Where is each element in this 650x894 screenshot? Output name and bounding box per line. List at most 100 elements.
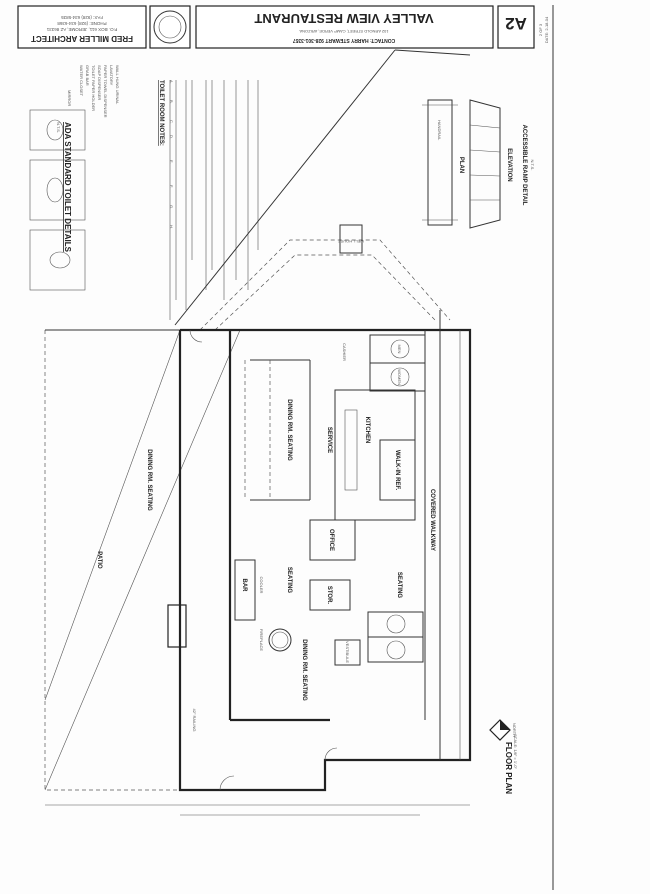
dining-room-3-label: DINING RM. SEATING [146,449,152,511]
cashier-label: CASHIER [342,343,347,361]
project-box [195,5,494,49]
north-label: NORTH [512,723,517,737]
office-room [309,519,356,561]
turning-circle [390,339,410,359]
floor-plan-title: FLOOR PLAN SCALE: 1/8" = 1'-0" NORTH [489,719,518,794]
lavatory-icon [49,251,71,269]
covered-walkway-label: COVERED WALKWAY [429,489,435,551]
prep-counter [344,409,358,491]
ramp-detail: PLAN ELEVATION ACCESSIBLE RAMP DETAIL N.… [422,99,535,229]
restroom-men-2 [367,636,424,663]
walk-in-label: WALK-IN REF. [394,450,400,491]
architect-fax: FAX: (928) 634-5835 [61,15,103,20]
legend-item: TOILET PAPER HOLDER [91,65,96,111]
bar-area [234,559,256,621]
fireplace-inner [271,631,289,649]
ramp-scale: N.T.S. [530,160,535,171]
ramp-plan-label: PLAN [458,157,464,173]
note-marker: F. [169,185,174,188]
door-swing [189,329,203,343]
note-marker: G. [169,205,174,209]
note-marker: C. [169,120,174,124]
toilet-elevation-1 [29,109,86,151]
floor-plan-scale: SCALE: 1/8" = 1'-0" [513,734,518,769]
storage-room [309,579,351,611]
architect-box [17,5,147,49]
architect-phone: PHONE: (928) 634-6368 [57,21,107,26]
note-marker: B. [169,100,174,104]
toilet-notes-title: TOILET ROOM NOTES: [158,80,164,146]
building [45,310,472,816]
canopy-outline-inner [214,254,436,331]
men-restroom-label: MEN [397,345,402,354]
turning-circle [386,640,406,660]
floor-plan-title-text: FLOOR PLAN [504,742,513,794]
note-marker: A. [169,80,174,84]
legend-item: GRAB BAR [85,65,90,86]
vestibule-label: VESTIBULE [345,641,350,663]
north-arrow-fill-icon [500,720,510,730]
patio: PATIO DINING RM. SEATING 42" RAILING [44,329,197,791]
turning-circle [390,367,410,387]
service-label: SERVICE [326,427,332,453]
toilet-elevation-3 [29,229,86,291]
legend-item: LAVATORY [109,65,114,86]
cooler-label: COOLER [259,577,264,594]
legend-item: WATER CLOSET [79,65,84,97]
seal-box [149,5,191,49]
seating-label: SEATING [396,572,402,599]
well-house [339,224,363,254]
storage-label: STOR. [326,586,332,605]
kitchen-label: KITCHEN [364,417,370,444]
site-diagonal [44,329,181,701]
seal-inner-ring [158,15,182,39]
patio-label: PATIO [96,551,102,569]
restroom-women [369,362,426,392]
note-marker: E. [169,160,174,164]
note-marker: D. [169,135,174,139]
fireplace [268,628,292,652]
property-line [174,49,396,326]
vestibule-room [334,639,361,666]
ramp-elevation [469,99,501,229]
site-diagonal [44,329,241,791]
site-lines: WELL HOUSE [44,49,471,791]
toilet-icon [46,177,64,203]
sheet-of: 2 OF 3 [538,23,543,36]
door-swing [219,775,235,791]
sheet-number: A2 [505,14,527,33]
sheet-date: DATE: 2-18-04 [544,16,549,43]
property-line [394,49,471,56]
women-restroom-label: WOMEN [397,369,402,385]
railing-label: 42" RAILING [192,709,197,732]
walk-in-cooler [379,439,416,501]
ada-scale: N.T.S. [56,122,61,133]
office-label: OFFICE [328,529,334,551]
fireplace-label: FIREPLACE [259,629,264,652]
legend-item: WALL HUNG URINAL [115,65,120,105]
legend-item: SOAP DISPENSER [97,65,102,100]
well-house-label: WELL HOUSE [338,239,364,244]
sheet-box [497,5,535,49]
sign-callout [167,604,187,648]
note-marker: H. [169,225,174,229]
patio-railing [44,330,180,791]
bar-label: BAR [241,579,247,593]
toilet-icon [46,119,64,141]
toilet-elevation-2 [29,159,86,221]
mirror-label: MIRROR [67,90,72,106]
architect-name: FRED MILLER ARCHITECT [31,34,133,43]
ramp-elevation-label: ELEVATION [506,148,512,181]
room-labels: DINING RM. SEATING DINING RM. SEATING SE… [241,343,435,701]
canopy-outline [199,239,451,331]
door-swing [324,747,338,761]
notes-text-lines [169,80,259,320]
project-address: 102 ARNOLD STREET, CAMP VERDE, ARIZONA [299,29,388,34]
ada-title: ADA STANDARD TOILET DETAILS [63,122,72,253]
dining-room-2-label: DINING RM. SEATING [301,639,307,701]
handrail-label: HANDRAIL [437,120,442,141]
legend-item: PAPER TOWEL DISPENSER [103,65,108,118]
dining-room-1-label: DINING RM. SEATING [286,399,292,461]
